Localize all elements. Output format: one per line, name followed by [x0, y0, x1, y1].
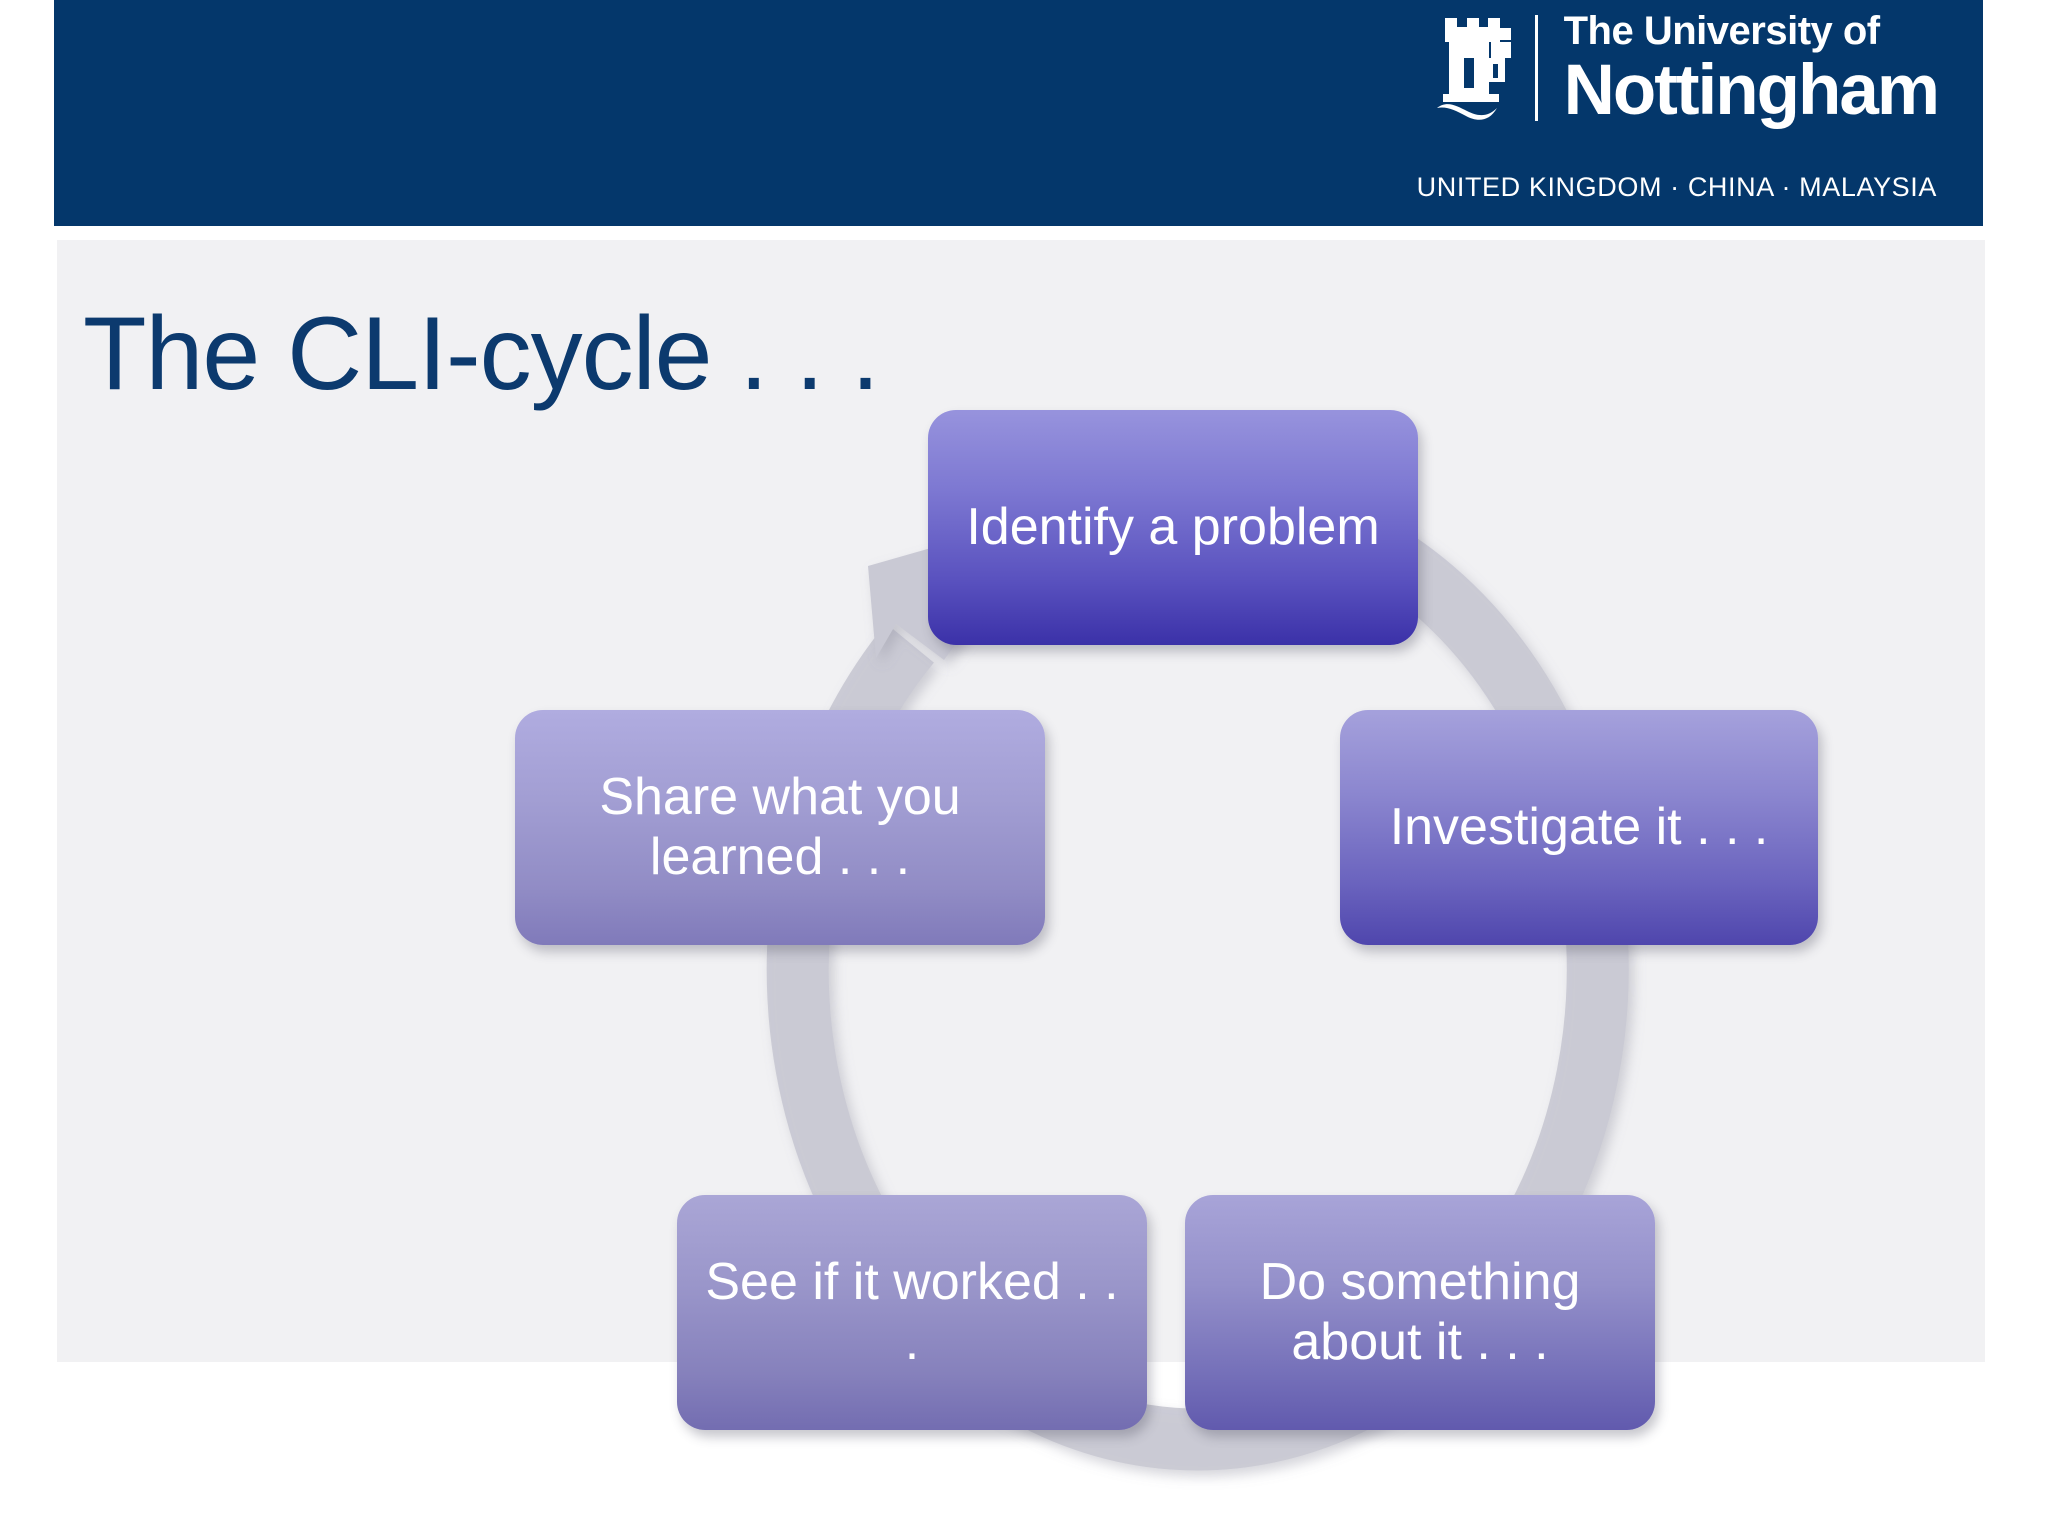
page-title: The CLI-cycle . . . — [83, 296, 880, 412]
cli-cycle-diagram: Identify a problem Investigate it . . . … — [480, 380, 1900, 1490]
university-wordmark: The University of Nottingham — [1563, 8, 1940, 130]
logo-divider — [1534, 15, 1538, 121]
cycle-node-identify-a-problem[interactable]: Identify a problem — [928, 410, 1418, 645]
brand-header: The University of Nottingham UNITED KING… — [54, 0, 1983, 226]
university-logo-lockup: The University of Nottingham — [1433, 8, 1940, 130]
cycle-node-label: Investigate it . . . — [1389, 797, 1769, 856]
cycle-node-investigate-it[interactable]: Investigate it . . . — [1340, 710, 1818, 945]
cycle-node-label: Share what you learned . . . — [599, 768, 961, 886]
brand-line-nottingham: Nottingham — [1563, 50, 1940, 130]
cycle-node-label: See if it worked . . . — [705, 1253, 1119, 1371]
cycle-node-label: Do something about it . . . — [1259, 1253, 1581, 1371]
castle-crest-icon — [1436, 18, 1511, 120]
cycle-node-do-something-about-it[interactable]: Do something about it . . . — [1185, 1195, 1655, 1430]
cycle-node-label: Identify a problem — [966, 497, 1380, 556]
cycle-node-see-if-it-worked[interactable]: See if it worked . . . — [677, 1195, 1147, 1430]
brand-countries-strapline: UNITED KINGDOM · CHINA · MALAYSIA — [1416, 172, 1937, 202]
cycle-node-share-what-you-learned[interactable]: Share what you learned . . . — [515, 710, 1045, 945]
brand-line-the-university-of: The University of — [1563, 8, 1881, 53]
